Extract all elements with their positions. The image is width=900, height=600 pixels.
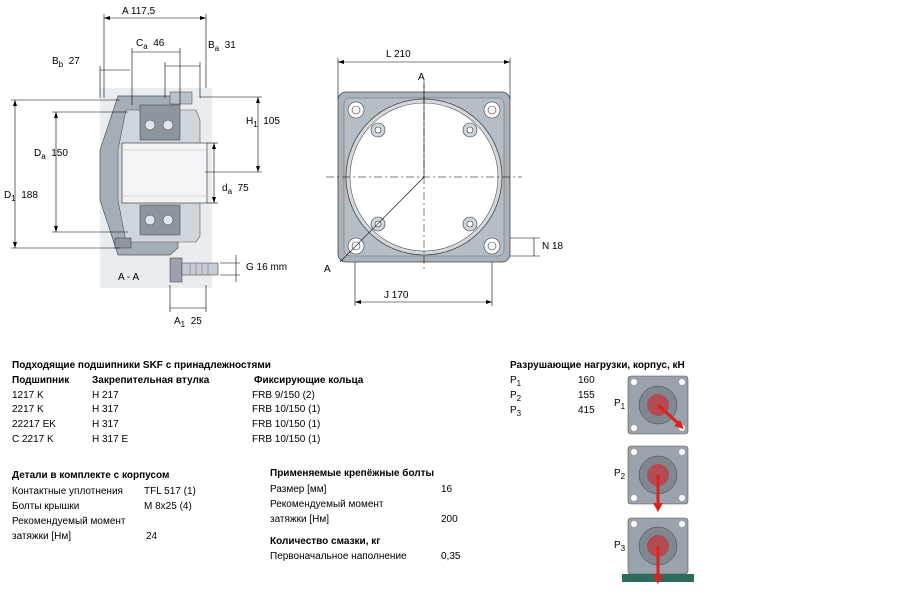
roller-top-2 — [162, 119, 174, 131]
load-label-2: P2 — [510, 390, 522, 403]
dim-H1: H1 105 — [246, 116, 280, 129]
grease-title: Количество смазки, кг — [270, 536, 381, 547]
fixing-bolt-head — [169, 257, 183, 283]
table-cell: 22217 EK — [12, 419, 56, 430]
dim-N: N 18 — [542, 241, 564, 252]
kit-torque-value: 24 — [146, 531, 158, 542]
load-diagram-label-3: P3 — [614, 540, 626, 553]
kit-torque-label-2: затяжки [Нм] — [12, 531, 72, 542]
load-diagram-label-2: P2 — [614, 468, 626, 481]
dim-Bb: Bb 27 — [52, 56, 80, 69]
dim-Ca: Ca 46 — [136, 38, 165, 51]
load-label-1: P1 — [510, 375, 522, 388]
dim-Ba: Ba 31 — [208, 40, 236, 53]
kit-title: Детали в комплекте с корпусом — [12, 470, 170, 481]
table-cell: H 317 E — [92, 434, 129, 445]
dim-A: A 117,5 — [122, 6, 156, 17]
table-cell: H 317 — [92, 404, 119, 415]
kit-bolts-label: Болты крышки — [12, 501, 80, 512]
top-cap — [169, 91, 193, 105]
fixing-torque-label-1: Рекомендуемый момент — [270, 499, 384, 510]
dim-G: G 16 mm — [246, 262, 288, 273]
section-mark-top: A — [418, 72, 425, 83]
dim-J: J 170 — [384, 290, 409, 301]
table-cell: H 217 — [92, 390, 119, 401]
dim-D1: D1 188 — [4, 190, 38, 203]
table-cell: 2217 K — [12, 404, 44, 415]
load-diagram-3 — [622, 517, 694, 584]
dim-A1: A1 25 — [174, 316, 202, 329]
shaft — [121, 142, 208, 204]
load-label-3: P3 — [510, 405, 522, 418]
dim-L: L 210 — [386, 49, 411, 60]
bearings-title: Подходящие подшипники SKF с принадлежнос… — [12, 360, 271, 371]
load-diagram-2 — [627, 445, 689, 512]
load-diagram-1 — [627, 375, 689, 435]
fixing-torque-label-2: затяжки [Нм] — [270, 514, 330, 525]
kit-bolts-value: M 8x25 (4) — [144, 501, 192, 512]
table-cell: H 317 — [92, 419, 119, 430]
fixing-size-label: Размер [мм] — [270, 484, 327, 495]
fixing-bolt-shank — [181, 262, 219, 276]
dim-Da: Da 150 — [34, 148, 68, 161]
load-value-3: 415 — [578, 405, 595, 416]
load-value-1: 160 — [578, 375, 595, 386]
dim-da: da 75 — [222, 183, 249, 196]
kit-torque-label-1: Рекомендуемый момент — [12, 516, 126, 527]
section-view — [11, 14, 262, 312]
fixing-torque-value: 200 — [441, 514, 458, 525]
grease-initial-label: Первоначальное наполнение — [270, 551, 407, 562]
fixing-size-value: 16 — [441, 484, 453, 495]
table-cell: FRB 9/150 (2) — [252, 390, 315, 401]
grease-initial-value: 0,35 — [441, 551, 461, 562]
loads-title: Разрушающие нагрузки, корпус, кН — [510, 360, 685, 371]
section-label: A - A — [118, 272, 140, 283]
fixing-title: Применяемые крепёжные болты — [270, 468, 435, 479]
load-value-2: 155 — [578, 390, 595, 401]
table-cell: FRB 10/150 (1) — [252, 404, 321, 415]
table-cell: FRB 10/150 (1) — [252, 434, 321, 445]
roller-top-1 — [144, 119, 156, 131]
table-cell: 1217 K — [12, 390, 44, 401]
front-view — [326, 58, 540, 306]
bearings-header-bearing: Подшипник — [12, 375, 70, 386]
load-diagram-label-1: P1 — [614, 398, 626, 411]
table-cell: C 2217 K — [12, 434, 54, 445]
kit-seals-label: Контактные уплотнения — [12, 486, 123, 497]
table-cell: FRB 10/150 (1) — [252, 419, 321, 430]
bearings-header-rings: Фиксирующие кольца — [254, 375, 364, 386]
grease-nipple — [114, 237, 132, 249]
kit-seals-value: TFL 517 (1) — [144, 486, 196, 497]
roller-bottom-2 — [162, 214, 174, 226]
section-mark-bottom: A — [324, 264, 331, 275]
bearings-header-sleeve: Закрепительная втулка — [92, 375, 210, 386]
roller-bottom-1 — [144, 214, 156, 226]
